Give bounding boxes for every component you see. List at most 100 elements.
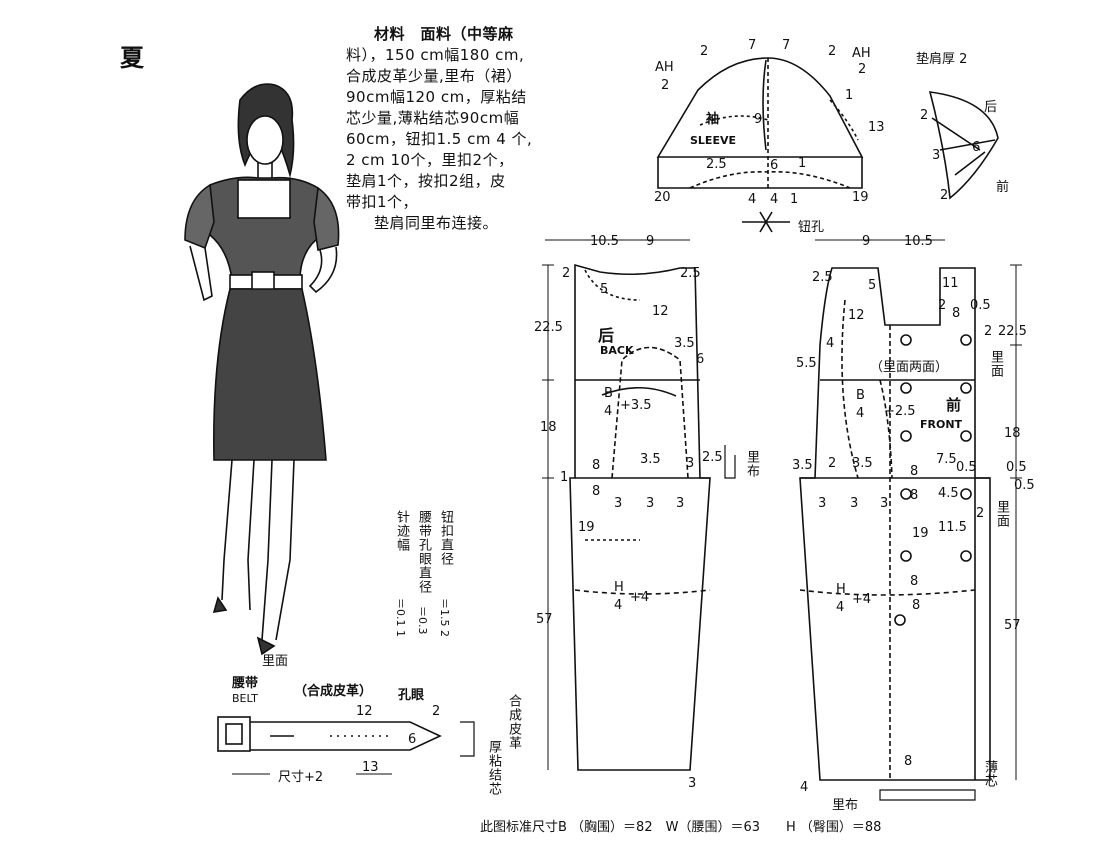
front-lining-both: （里面两面） (870, 360, 949, 375)
sleeve-ah-right-den: 2 (858, 62, 867, 77)
belt-material: （合成皮革） (294, 684, 373, 699)
materials-line: 芯少量,薄粘结芯90cm幅 (346, 109, 520, 127)
sleeve-ah-right: AH (852, 46, 871, 61)
back-label-cn: 后 (598, 326, 615, 345)
sleeve-label-en: SLEEVE (690, 134, 736, 147)
sleeve-dim: 4 (748, 192, 757, 207)
belt-dim: 2 (432, 704, 441, 719)
note-button-dia: 钮扣直径 (438, 510, 453, 566)
shoulder-pad-pattern (928, 91, 999, 200)
back-dim: 12 (652, 304, 669, 319)
materials-line: 60cm，钮扣1.5 cm 4 个, (346, 130, 533, 148)
sleeve-dim: 7 (782, 38, 791, 53)
buttonhole-label: 钮孔 (798, 220, 825, 235)
front-dim: 8 (912, 598, 921, 613)
front-frac-b: B (856, 388, 865, 403)
front-dim: 4 (800, 780, 809, 795)
belt-dim: 12 (356, 704, 373, 719)
front-dim: 4 (826, 336, 835, 351)
back-dim: 3.5 (640, 452, 661, 467)
front-dim: 8 (910, 574, 919, 589)
materials-line: 90cm幅120 cm，厚粘结 (346, 88, 527, 106)
footer-standard-sizes: 此图标准尺寸B （胸围）＝82 W（腰围）＝63 H （臀围）＝88 (480, 820, 882, 835)
fashion-figure-illustration (184, 83, 340, 656)
front-dim: 5 (868, 278, 877, 293)
back-dim: 3 (676, 496, 685, 511)
sleeve-dim: 9 (754, 112, 763, 127)
materials-line: 2 cm 10个，里扣2个， (346, 151, 514, 169)
front-label-cn: 前 (946, 396, 962, 414)
belt-dim: 13 (362, 760, 379, 775)
back-dim: 2.5 (680, 266, 701, 281)
back-dim: 22.5 (534, 320, 563, 335)
back-frac-b: B (604, 386, 613, 401)
shoulder-pad-dim: 2 (940, 188, 949, 203)
front-buttons (894, 334, 972, 626)
back-frac-h-den: 4 (614, 598, 623, 613)
sleeve-dim: 19 (852, 190, 869, 205)
belt-size: 尺寸+2 (278, 770, 324, 785)
belt-dim: 6 (408, 732, 417, 747)
belt-interfacing: 厚粘结芯 (486, 740, 501, 796)
front-frac-h-den: 4 (836, 600, 845, 615)
back-frac-b-add: +3.5 (620, 398, 652, 413)
front-dim: 5.5 (796, 356, 817, 371)
belt-title-cn: 腰带 (232, 676, 259, 691)
front-facing-lower: 里面 (994, 500, 1009, 528)
front-dim: 8 (910, 464, 919, 479)
front-label-en: FRONT (920, 418, 963, 431)
materials-text: 材料 面料（中等麻 料），150 cm幅180 cm, 合成皮革少量,里布（裙）… (346, 24, 601, 234)
shoulder-pad-title: 垫肩厚 2 (916, 52, 968, 67)
back-dim: 10.5 (590, 234, 619, 249)
back-dim: 8 (592, 458, 601, 473)
front-dim: 0.5 (970, 298, 991, 313)
back-label-en: BACK (600, 344, 634, 357)
back-dim: 3.5 (674, 336, 695, 351)
sleeve-label-cn: 袖 (706, 112, 720, 127)
front-dim: 2.5 (812, 270, 833, 285)
front-dim: 22.5 (998, 324, 1027, 339)
front-dim: 12 (848, 308, 865, 323)
front-dim: 11.5 (938, 520, 967, 535)
back-lining-label: 里布 (744, 450, 759, 478)
back-dim: 18 (540, 420, 557, 435)
sleeve-ah-left: AH (655, 60, 674, 75)
back-dim: 19 (578, 520, 595, 535)
back-dim: 2.5 (702, 450, 723, 465)
front-dim: 2 (976, 506, 985, 521)
materials-line: 带扣1个， (346, 193, 419, 211)
front-dim: 2 (938, 298, 947, 313)
back-dim: 3 (614, 496, 623, 511)
sleeve-dim: 2.5 (706, 157, 727, 172)
sleeve-pattern (656, 57, 864, 233)
back-dim: 5 (600, 282, 609, 297)
front-dim: 3 (880, 496, 889, 511)
sleeve-dim: 2 (700, 44, 709, 59)
sleeve-dim: 20 (654, 190, 671, 205)
front-dim: 3.5 (852, 456, 873, 471)
sleeve-dim: 1 (845, 88, 854, 103)
sleeve-dim: 6 (770, 158, 779, 173)
materials-line: 垫肩1个，按扣2组，皮 (346, 172, 506, 190)
front-frac-h: H (836, 582, 846, 597)
shoulder-pad-dim: 2 (920, 108, 929, 123)
shoulder-pad-front: 前 (996, 180, 1010, 195)
front-thin-interfacing: 薄芯 (982, 760, 997, 788)
front-dim: 7.5 (936, 452, 957, 467)
back-frac-h-add: +4 (630, 590, 650, 605)
materials-line: 材料 面料（中等麻 (374, 25, 514, 43)
front-frac-b-den: 4 (856, 406, 865, 421)
front-dim: 19 (912, 526, 929, 541)
front-pattern-piece (799, 264, 1022, 801)
back-frac-b-den: 4 (604, 404, 613, 419)
front-dim: 0.5 (1006, 460, 1027, 475)
back-pattern-piece (542, 263, 736, 771)
back-dim: 8 (592, 484, 601, 499)
front-frac-b-add: +2.5 (884, 404, 916, 419)
shoulder-pad-back: 后 (984, 100, 998, 115)
front-dim: 10.5 (904, 234, 933, 249)
materials-line: 料），150 cm幅180 cm, (346, 46, 525, 64)
front-frac-h-add: +4 (852, 592, 872, 607)
sleeve-dim: 7 (748, 38, 757, 53)
